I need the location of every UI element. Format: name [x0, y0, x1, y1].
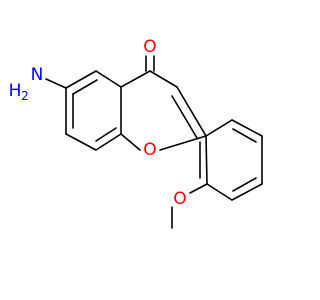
amino-h-label: H: [9, 81, 22, 101]
molecule-canvas: O O O H 2 N: [8, 37, 263, 229]
structure-diagram: O O O H 2 N: [9, 37, 263, 229]
bond: [95, 133, 122, 151]
bond: [171, 95, 198, 139]
bond: [120, 133, 141, 151]
bond: [45, 78, 67, 89]
bond: [159, 135, 207, 151]
bond: [65, 133, 97, 151]
bond: [205, 135, 208, 185]
bond: [95, 127, 117, 142]
bond: [232, 177, 257, 192]
atom-layer: O O O H 2 N: [9, 37, 187, 209]
amino-nitrogen-label: N: [31, 65, 44, 85]
bond: [189, 183, 208, 194]
ring-oxygen-label: O: [143, 140, 156, 160]
bond: [95, 70, 122, 88]
bond: [65, 70, 97, 89]
carbonyl-oxygen-label: O: [143, 37, 156, 57]
bond-layer: [45, 55, 263, 229]
bond: [232, 128, 257, 143]
bond: [176, 86, 207, 137]
bond: [231, 183, 263, 201]
bond: [205, 119, 233, 137]
methoxy-oxygen-label: O: [173, 189, 186, 209]
bond: [149, 70, 178, 88]
bond: [72, 79, 98, 95]
bond: [206, 183, 233, 201]
amino-h2-subscript: 2: [21, 89, 29, 103]
bond: [120, 70, 151, 88]
bond: [231, 119, 263, 137]
